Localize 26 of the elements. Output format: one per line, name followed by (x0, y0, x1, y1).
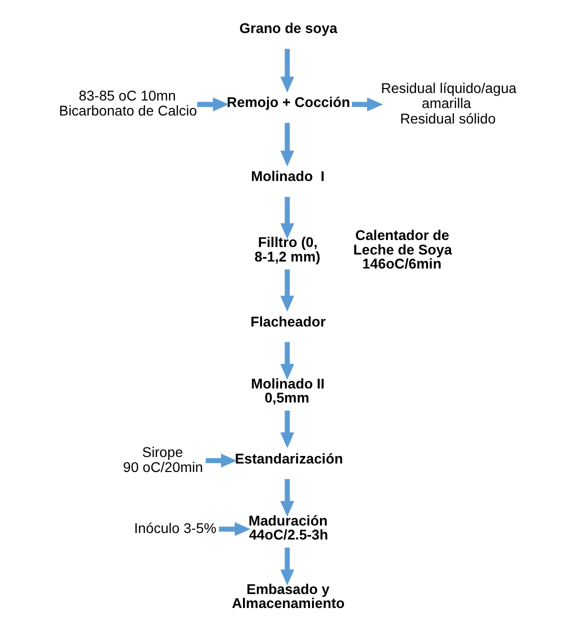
node-text: Residual líquido/agua amarilla Residual sólido (380, 80, 516, 126)
node-text: Filltro (0, 8-1,2 mm) (254, 234, 320, 264)
label: Calentador de Leche de Soya 146oC/6min (352, 227, 452, 272)
arrow (280, 269, 294, 312)
node-text: 83-85 oC 10mn Bicarbonato de Calcio (58, 88, 196, 119)
arrow (280, 196, 294, 240)
arrow (280, 410, 294, 448)
arrow (280, 548, 294, 586)
node-text: Maduración 44oC/2.5-3h (248, 512, 328, 542)
arrow (280, 479, 294, 517)
node-text: Molinado II 0,5mm (250, 375, 324, 406)
node-text: Molinado I (250, 168, 324, 184)
node-text: Remojo + Cocción (226, 94, 350, 110)
arrow (280, 122, 294, 166)
arrow (196, 98, 228, 112)
node-text: Embasado y Almacenamiento (231, 580, 344, 611)
node-text: Sirope 90 oC/20min (122, 444, 202, 475)
arrow (280, 48, 294, 92)
node-text: Grano de soya (238, 20, 337, 36)
arrow (218, 522, 250, 536)
arrow (351, 98, 382, 112)
arrow (205, 454, 236, 468)
node-text: Inóculo 3-5% (134, 520, 216, 536)
arrow (280, 342, 294, 380)
node-text: Estandarización (234, 450, 342, 466)
node-text: Flacheador (250, 313, 326, 330)
